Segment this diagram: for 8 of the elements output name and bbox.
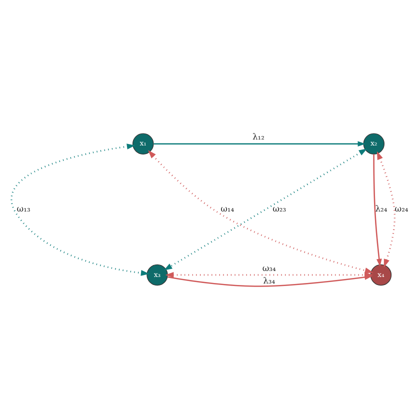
- edge-label: ω₂₃: [272, 204, 286, 214]
- edge-label: ω₃₄: [262, 262, 276, 273]
- edge-label: ω₁₄: [220, 204, 234, 214]
- edge-label: ω₂₄: [394, 204, 408, 214]
- edge-label: ω₁₃: [16, 204, 30, 214]
- edge-label: λ₃₄: [263, 276, 276, 286]
- edge-label: λ₁₂: [252, 132, 264, 142]
- edge-label: λ₂₄: [375, 204, 388, 214]
